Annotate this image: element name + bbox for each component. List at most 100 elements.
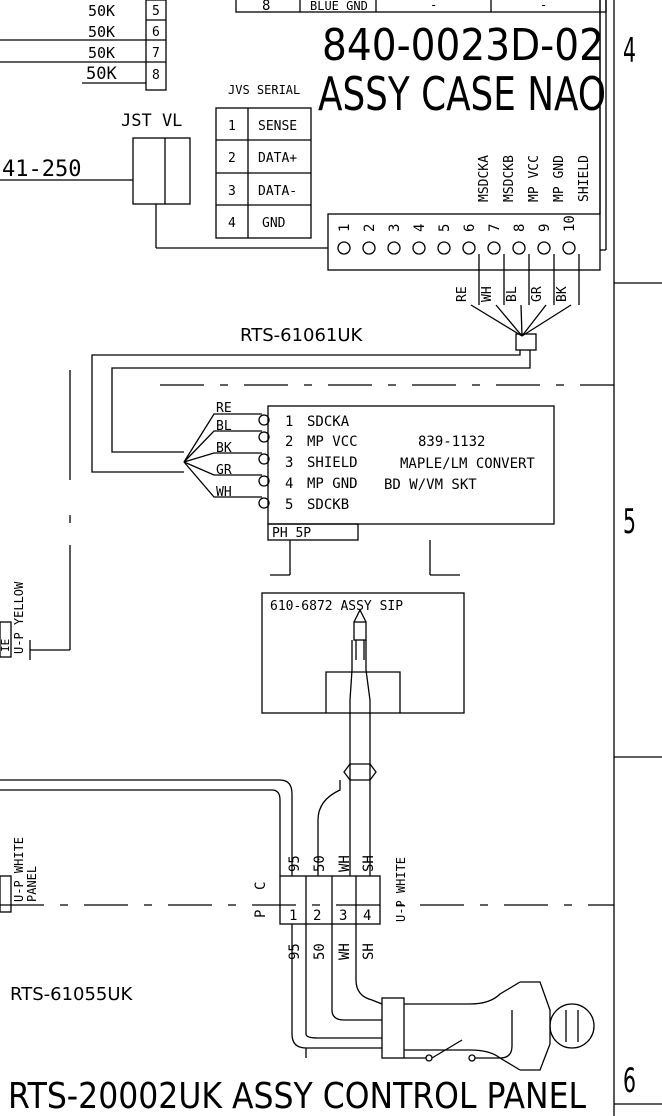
convert-pin-circle: [258, 431, 270, 443]
convert-pin: 3: [285, 455, 293, 471]
left-partial-part-label: 41-250: [2, 157, 81, 182]
pc-top-label: SH: [361, 855, 377, 872]
jst-connector: [0, 137, 328, 249]
resistor-pin: 7: [152, 46, 160, 61]
pc-right-label: U-P WHITE: [394, 857, 408, 922]
yellow-wire-label: U-P YELLOW: [12, 581, 26, 654]
connector-pin-number: 6: [462, 224, 478, 232]
convert-wire: BK: [216, 441, 232, 456]
convert-pin-circle: [258, 475, 270, 487]
convert-wire: GR: [216, 463, 232, 478]
connector-pin: [437, 241, 451, 255]
convert-wire: BL: [216, 419, 232, 434]
left-box: [0, 621, 12, 658]
connector-pin: [462, 241, 476, 255]
connector-signal: MSDCKB: [502, 155, 517, 202]
resistor-value: 50K: [86, 64, 117, 84]
connector-pin-number: 8: [512, 224, 528, 232]
pc-top-label: WH: [337, 855, 353, 872]
sip-assy: [261, 592, 465, 740]
pc-pin: 1: [289, 908, 297, 924]
control-panel-title: RTS-20002UK ASSY CONTROL PANEL: [8, 1076, 586, 1116]
jvs-signal: SENSE: [258, 119, 297, 134]
wire-color: BK: [555, 286, 570, 302]
wire-color-table-row: [235, 0, 607, 13]
resistor-pin: 6: [152, 25, 160, 40]
wire-color: RE: [455, 286, 470, 302]
resistor-table: [0, 0, 167, 91]
convert-pin-circle: [258, 414, 270, 426]
connector-pin-number: 3: [387, 224, 403, 232]
convert-pin: 2: [285, 434, 293, 450]
connector-pin: [537, 241, 551, 255]
jvs-pin: 4: [228, 216, 236, 231]
wire-color: WH: [480, 286, 495, 302]
convert-signal: SDCKB: [307, 497, 349, 513]
wire-color: BL: [505, 286, 520, 302]
assy-case-part-number: 840-0023D-02: [322, 20, 604, 71]
connector-pin-number: 7: [487, 224, 503, 232]
pc-top-label: 50: [312, 855, 328, 872]
convert-wire: WH: [216, 485, 232, 500]
pc-bottom-label: 95: [287, 943, 303, 960]
convert-board: [183, 405, 555, 576]
connector-pin: [562, 241, 576, 255]
connector-signal: MSDCKA: [477, 155, 492, 202]
resistor-value: 50K: [88, 2, 115, 20]
connector-pin: [362, 241, 376, 255]
connector-pin-number: 10: [562, 215, 578, 232]
jvs-pin: 2: [228, 151, 236, 166]
left-vertical-wire: [29, 370, 71, 660]
convert-pin-circle: [258, 453, 270, 465]
jst-connector-label: JST VL: [121, 111, 182, 131]
connector-pin: [412, 241, 426, 255]
convert-signal: SDCKA: [307, 414, 350, 430]
lower-harness: [0, 740, 614, 1071]
pc-pin: 4: [363, 908, 371, 924]
convert-pin: 5: [285, 497, 293, 513]
convert-pin: 4: [285, 476, 293, 492]
upper-harness-wires: [470, 254, 580, 351]
jvs-signal: GND: [262, 216, 286, 231]
resistor-value: 50K: [88, 23, 115, 41]
row-pin: 8: [262, 0, 270, 14]
convert-signal: MP GND: [307, 476, 358, 492]
zone-5-label: 5: [623, 501, 636, 541]
pc-bottom-label: 50: [312, 943, 328, 960]
convert-signal: SHIELD: [307, 455, 358, 471]
jvs-serial-table: [215, 107, 312, 239]
connector-signal: SHIELD: [577, 155, 592, 202]
row-c2: -: [540, 0, 547, 12]
resistor-pin: 8: [152, 68, 160, 83]
pc-bottom-label: WH: [337, 943, 353, 960]
connector-pin: [487, 241, 501, 255]
connector-pin-number: 9: [537, 224, 553, 232]
pc-pin: 2: [313, 908, 321, 924]
jvs-signal: DATA-: [258, 184, 297, 199]
convert-pin: 1: [285, 414, 293, 430]
pc-left-label-2: PANEL: [25, 866, 39, 902]
left-box-label: IE: [0, 639, 12, 652]
jvs-pin: 3: [228, 184, 236, 199]
pc-pin: 3: [339, 908, 347, 924]
pc-left-label-1: U-P WHITE: [12, 837, 26, 902]
upper-harness-label: RTS-61061UK: [240, 325, 364, 346]
pc-bottom-label: SH: [361, 943, 377, 960]
ten-pin-connector: [327, 0, 607, 271]
resistor-value: 50K: [88, 44, 115, 62]
convert-desc-line2: BD W/VM SKT: [384, 477, 477, 493]
connector-pin-number: 1: [337, 224, 353, 232]
convert-signal: MP VCC: [307, 434, 358, 450]
connector-pin-number: 2: [362, 224, 378, 232]
harness-route: [91, 350, 614, 473]
connector-pin: [512, 241, 526, 255]
connector-signal: MP VCC: [527, 155, 542, 202]
connector-pin-number: 5: [437, 224, 453, 232]
row-c1: -: [430, 0, 437, 12]
row-wire: BLUE GND: [310, 0, 368, 13]
wire-color: GR: [530, 286, 545, 302]
pc-side-p: P: [253, 910, 269, 918]
convert-pin-circle: [258, 497, 270, 509]
jvs-signal: DATA+: [258, 151, 297, 166]
